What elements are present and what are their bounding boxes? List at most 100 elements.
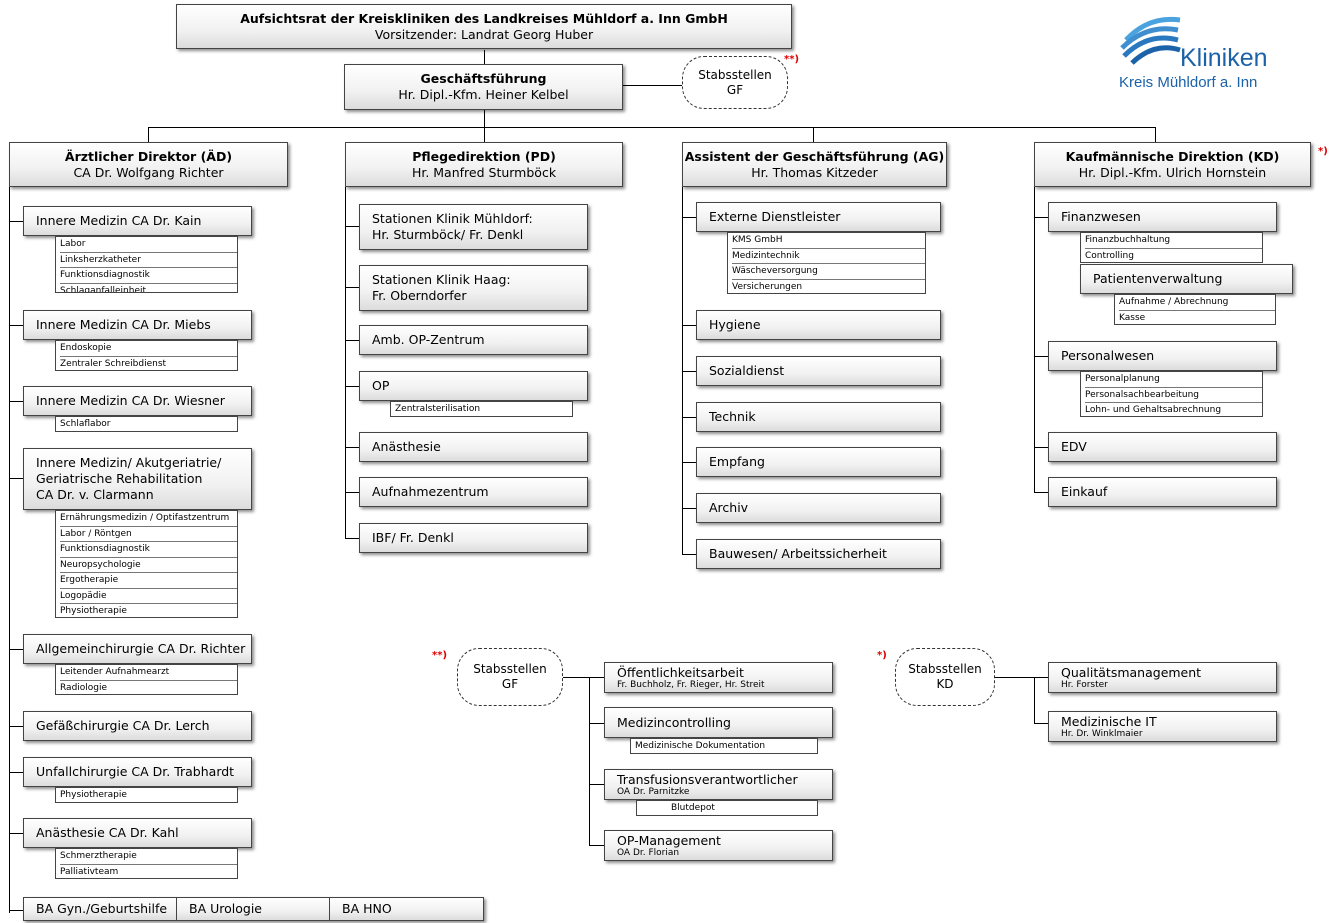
directorate-title: Pflegedirektion (PD) <box>412 148 556 164</box>
sub-item: Radiologie <box>60 682 108 693</box>
logo-line2: Kreis Mühldorf a. Inn <box>1119 74 1258 91</box>
assistant-unit-external: Externe Dienstleister <box>696 202 941 232</box>
unit-label: Anästhesie CA Dr. Kahl <box>36 825 179 840</box>
unit-label-line: CA Dr. v. Clarmann <box>36 487 154 502</box>
unit-label: Amb. OP-Zentrum <box>372 332 485 347</box>
unit-label: Einkauf <box>1061 484 1108 499</box>
unit-label: IBF/ Fr. Denkl <box>372 530 454 545</box>
medical-unit-kahl: Anästhesie CA Dr. Kahl <box>23 818 252 848</box>
unit-label: Innere Medizin CA Dr. Kain <box>36 213 202 228</box>
unit-name: Medizincontrolling <box>617 715 731 730</box>
staff-gf-line2: GF <box>501 677 519 691</box>
staff-kd-unit-quality: Qualitätsmanagement Hr. Forster <box>1048 662 1277 693</box>
medical-unit-richter: Allgemeinchirurgie CA Dr. Richter <box>23 634 252 664</box>
commercial-patient-sublist: Aufnahme / Abrechnung Kasse <box>1114 294 1276 325</box>
sub-item: Personalsachbearbeitung <box>1085 388 1262 403</box>
unit-person: OA Dr. Parnitzke <box>617 786 690 797</box>
unit-person: Fr. Buchholz, Fr. Rieger, Hr. Streit <box>617 679 765 690</box>
swoosh-logo-icon <box>1120 16 1181 65</box>
sub-item: KMS GmbH <box>732 233 925 249</box>
sub-item: Labor <box>60 237 237 253</box>
unit-label-line: Geriatrische Rehabilitation <box>36 471 203 486</box>
unit-label: Finanzwesen <box>1061 209 1141 224</box>
unit-label: Personalwesen <box>1061 348 1155 363</box>
logo-line1: Kliniken <box>1180 44 1268 72</box>
medical-trabhardt-sublist: Physiotherapie <box>55 787 238 803</box>
sub-item: Medizintechnik <box>732 249 925 264</box>
unit-label-line: Hr. Sturmböck/ Fr. Denkl <box>372 227 524 242</box>
nursing-unit-amb-op: Amb. OP-Zentrum <box>359 325 588 355</box>
medical-unit-trabhardt: Unfallchirurgie CA Dr. Trabhardt <box>23 757 252 787</box>
unit-name: OP-Management <box>617 832 721 848</box>
sub-item: Wäscheversorgung <box>732 264 925 280</box>
unit-label: Innere Medizin CA Dr. Miebs <box>36 317 211 332</box>
sub-item: Schlaganfalleinheit <box>60 285 147 293</box>
sub-item: Aufnahme / Abrechnung <box>1119 295 1275 311</box>
sub-item: Blutdepot <box>671 803 715 813</box>
ba-gyn: BA Gyn./Geburtshilfe <box>24 898 177 920</box>
sub-item: Physiotherapie <box>60 790 127 800</box>
staff-kd-marker: *) <box>877 650 887 661</box>
nursing-op-sublist: Zentralsterilisation <box>390 401 573 417</box>
unit-label: Gefäßchirurgie CA Dr. Lerch <box>36 718 210 733</box>
sub-item: Leitender Aufnahmearzt <box>60 665 237 681</box>
sub-item: Labor / Röntgen <box>60 527 237 542</box>
unit-person: Hr. Dr. Winklmaier <box>1061 728 1143 739</box>
commercial-unit-finance: Finanzwesen <box>1048 202 1277 232</box>
nursing-unit-admission: Aufnahmezentrum <box>359 477 588 507</box>
sub-item: Zentralsterilisation <box>395 404 481 414</box>
sub-item: Versicherungen <box>732 281 803 292</box>
staff-gf-top-line2: GF <box>726 82 744 97</box>
assistant-unit-construction: Bauwesen/ Arbeitssicherheit <box>696 539 941 569</box>
assistant-external-sublist: KMS GmbH Medizintechnik Wäscheversorgung… <box>727 232 926 294</box>
unit-label: Sozialdienst <box>709 363 785 378</box>
assistant-unit-hygiene: Hygiene <box>696 310 941 340</box>
assistant-unit-social: Sozialdienst <box>696 356 941 386</box>
management-title: Geschäftsführung <box>420 71 547 86</box>
medical-kain-sublist: Labor Linksherzkatheter Funktionsdiagnos… <box>55 236 238 293</box>
staff-gf-unit-medcontrolling: Medizincontrolling <box>604 707 833 738</box>
sub-item: Zentraler Schreibdienst <box>60 358 167 369</box>
staff-gf-top-line1: Stabsstellen <box>698 67 772 82</box>
sub-item: Medizinische Dokumentation <box>635 741 766 751</box>
commercial-unit-patient: Patientenverwaltung <box>1080 264 1293 294</box>
directorate-title: Assistent der Geschäftsführung (AG) <box>684 148 945 164</box>
staff-gf-marker: **) <box>432 650 448 661</box>
supervisory-board-title: Aufsichtsrat der Kreiskliniken des Landk… <box>240 10 728 26</box>
sub-item: Controlling <box>1085 250 1134 261</box>
sub-item: Lohn- und Gehaltsabrechnung <box>1085 405 1222 415</box>
commercial-finance-sublist: Finanzbuchhaltung Controlling <box>1080 232 1263 263</box>
nursing-unit-haag: Stationen Klinik Haag: Fr. Oberndorfer <box>359 265 588 311</box>
unit-label: Bauwesen/ Arbeitssicherheit <box>709 546 887 561</box>
staff-gf-line1: Stabsstellen <box>473 662 547 676</box>
staff-kd-unit-medit: Medizinische IT Hr. Dr. Winklmaier <box>1048 711 1277 742</box>
clinic-logo: Kliniken Kreis Mühldorf a. Inn <box>1118 10 1293 95</box>
unit-label: Aufnahmezentrum <box>372 484 489 499</box>
assistant-unit-archive: Archiv <box>696 493 941 523</box>
staff-kd-bubble: Stabsstellen KD <box>895 648 995 706</box>
staff-gf-transfusion-sublist: Blutdepot <box>636 800 818 816</box>
unit-label: EDV <box>1061 439 1087 454</box>
unit-label: OP <box>372 378 390 393</box>
unit-label-line: Stationen Klinik Mühldorf: <box>372 211 533 226</box>
sub-item: Physiotherapie <box>60 606 127 616</box>
medical-unit-miebs: Innere Medizin CA Dr. Miebs <box>23 310 252 340</box>
management-subtitle: Hr. Dipl.-Kfm. Heiner Kelbel <box>398 87 569 102</box>
sub-item: Ergotherapie <box>60 573 237 589</box>
sub-item: Kasse <box>1119 312 1146 323</box>
assistant-unit-reception: Empfang <box>696 447 941 477</box>
ba-row: BA Gyn./Geburtshilfe BA Urologie BA HNO <box>23 897 484 921</box>
sub-item: Schmerztherapie <box>60 849 237 865</box>
medical-miebs-sublist: Endoskopie Zentraler Schreibdienst <box>55 340 238 371</box>
staff-gf-unit-opmanagement: OP-Management OA Dr. Florian <box>604 830 833 861</box>
staff-gf-top-marker: **) <box>784 54 800 65</box>
unit-label: Archiv <box>709 500 749 515</box>
staff-kd-line1: Stabsstellen <box>908 662 982 676</box>
directorate-subtitle: Hr. Manfred Sturmböck <box>411 164 557 180</box>
sub-item: Funktionsdiagnostik <box>60 542 237 558</box>
unit-label: Unfallchirurgie CA Dr. Trabhardt <box>36 764 235 779</box>
unit-name: Öffentlichkeitsarbeit <box>617 664 744 680</box>
sub-item: Schlaflabor <box>60 419 111 429</box>
directorate-subtitle: Hr. Thomas Kitzeder <box>751 164 878 180</box>
commercial-unit-personnel: Personalwesen <box>1048 341 1277 371</box>
